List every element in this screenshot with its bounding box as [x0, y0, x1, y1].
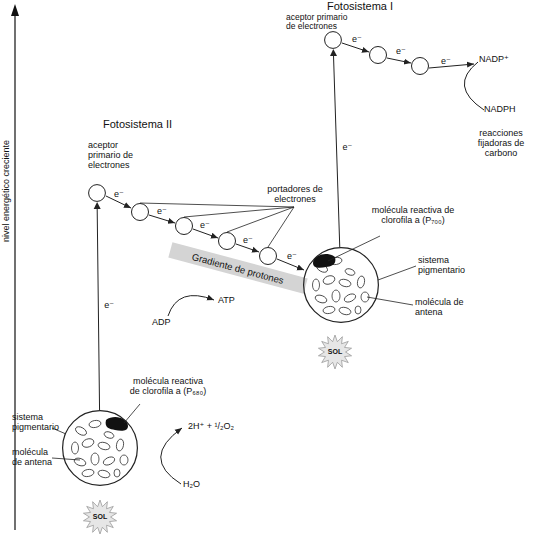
leader-line [268, 207, 294, 247]
arrow-head [94, 202, 101, 209]
arrow-head [330, 49, 337, 56]
electron-arrow [387, 58, 411, 63]
electron-carrier [219, 233, 236, 250]
electron-carrier [132, 204, 149, 221]
node-text: molécula reactiva de clorofila a (P₆₈₀) [128, 376, 208, 396]
molecule-label: ADP [152, 317, 171, 327]
electron-arrow [149, 215, 175, 223]
electron-label: e⁻ [243, 235, 253, 245]
sun-star: SOL [82, 500, 118, 534]
electron-arrow-line [97, 208, 99, 410]
acceptor-circle-outline [325, 32, 342, 49]
electron-arrow [429, 64, 474, 68]
electron-arrow [330, 49, 340, 247]
pigment-system-outline [63, 411, 138, 486]
molecule-label: NADPH [484, 104, 516, 114]
electron-carrier [260, 248, 277, 265]
electron-label: e⁻ [104, 300, 114, 310]
callout-text: molécula de antena [415, 297, 467, 317]
pigment-system-outline [303, 247, 379, 323]
pigment-system: molécula reactiva de clorofila a (P₆₈₀)s… [62, 410, 138, 486]
reaction-arrow [168, 296, 214, 316]
electron-arrow [94, 202, 101, 410]
node-text: SOL [93, 513, 107, 521]
electron-arrow-line [333, 55, 339, 247]
reaction-arrow [464, 62, 484, 110]
axis-label: nivel energético creciente [1, 131, 11, 251]
electron-arrow [193, 229, 218, 238]
acceptor-circle: aceptor primario de electrones [324, 31, 342, 49]
electron-label: e⁻ [352, 34, 362, 44]
molecule-label: ATP [218, 295, 235, 305]
node-text: molécula reactiva de clorofila a (P₇₀₀) [371, 205, 455, 225]
acceptor-circle-outline [324, 31, 342, 49]
electron-label: e⁻ [343, 142, 353, 152]
acceptor-circle: aceptor primario de electrones [88, 184, 106, 202]
callout-text: portadores de electrones [262, 184, 328, 204]
electron-carrier [370, 47, 387, 64]
electron-label: e⁻ [287, 251, 297, 261]
leader-line [124, 404, 140, 423]
electron-label: e⁻ [396, 46, 406, 56]
acceptor-circle-outline [89, 185, 106, 202]
electron-label: e⁻ [441, 56, 451, 66]
electron-label: e⁻ [200, 220, 210, 230]
pigment-system: molécula reactiva de clorofila a (P₇₀₀)s… [303, 247, 379, 323]
node-text: SOL [328, 348, 342, 356]
leader-line [378, 266, 416, 280]
callout-text: molécula de antena [12, 447, 60, 467]
callout-text: sistema pigmentario [12, 412, 60, 432]
molecule-label: H₂O [183, 479, 200, 489]
system-title: Fotosistema I [327, 0, 393, 13]
electron-arrow [342, 43, 369, 52]
sun-star: SOL [317, 335, 353, 369]
reaction-arrow [161, 428, 182, 484]
leader-line [227, 207, 294, 232]
sun-rays [83, 500, 116, 534]
molecule-label: 2H⁺ + ¹/₂O₂ [188, 421, 234, 431]
electron-label: e⁻ [114, 189, 124, 199]
node-text: aceptor primario de electrones [88, 140, 138, 170]
leader-line [52, 458, 80, 460]
leader-line [184, 207, 294, 217]
acceptor-circle-outline [88, 184, 106, 202]
proton-gradient-band: Gradiente de protones [168, 242, 307, 294]
molecule-label: NADP⁺ [479, 54, 509, 64]
callout-text: sistema pigmentario [418, 255, 468, 275]
electron-label: e⁻ [157, 206, 167, 216]
electron-arrow [236, 244, 259, 252]
electron-carrier [412, 58, 429, 75]
pigment-system-outline [304, 248, 379, 323]
sun-rays [318, 335, 351, 369]
pigment-system-outline [62, 410, 138, 486]
electron-carrier [176, 218, 193, 235]
system-title: Fotosistema II [103, 118, 172, 131]
process-label: reacciones fijadoras de carbono [470, 128, 532, 158]
axis-arrow-head [11, 4, 19, 16]
node-text: aceptor primario de electrones [286, 13, 358, 31]
